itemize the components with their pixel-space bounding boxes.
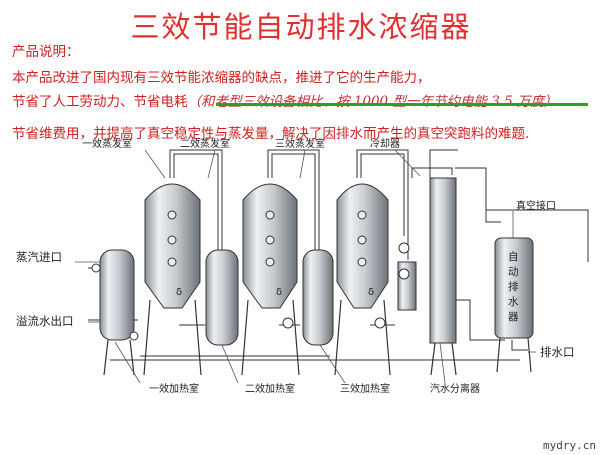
auto-drain-char-3: 排 [508,280,519,293]
evaporator-2 [242,183,298,309]
delta-mark-2: δ [276,287,282,298]
label-heater-2: 二效加热室 [245,382,295,395]
auto-drain-char-2: 动 [508,266,519,278]
auto-drain-vertical-label: 自 动 排 水 器 [508,250,519,323]
note-underline [216,103,588,106]
heater-0 [99,249,135,341]
label-evaporator-1: 一效蒸发室 [82,137,132,150]
delta-mark-3: δ [368,287,374,298]
energy-saving-note: （和老型三效设备相比、按 1000 型一年节约电能 3.5 万度） [187,94,558,110]
label-heater-3: 三效加热室 [340,382,390,395]
label-evaporator-3: 三效蒸发室 [275,137,325,150]
watermark: mydry.cn [543,439,596,452]
label-drain-outlet: 排水口 [540,345,575,359]
label-steam-inlet: 蒸汽进口 [16,250,62,264]
desc-line-1: 本产品改进了国内现有三效节能浓缩器的缺点，推进了它的生产能力， [12,70,431,86]
label-condenser: 冷却器 [370,137,400,150]
condenser [429,177,457,344]
label-evaporator-2: 二效蒸发室 [180,137,230,150]
heater-1 [205,249,239,346]
delta-mark-1: δ [176,287,182,298]
evaporator-3 [336,183,389,309]
label-overflow-outlet: 溢流水出口 [16,314,74,328]
desc-line-2-prefix: 节省了人工劳动力、节省电耗 [12,94,188,110]
label-vacuum-inlet: 真空接口 [516,199,556,212]
auto-drain-char-5: 器 [508,311,519,323]
auto-drain-char-1: 自 [508,250,519,263]
desc-heading: 产品说明： [12,44,80,60]
desc-line-2: 节省了人工劳动力、节省电耗（和老型三效设备相比、按 1000 型一年节约电能 3… [12,90,558,110]
auto-drain-tank [494,237,534,339]
label-separator: 汽水分离器 [430,382,480,395]
desc-line-3: 节省维费用，并提高了真空稳定性与蒸发量，解决了因排水而产生的真空突跑料的难题. [12,126,530,142]
evaporator-1 [144,183,201,309]
heater-2 [302,249,334,346]
label-heater-1: 一效加热室 [149,382,199,395]
auto-drain-char-4: 水 [508,296,519,308]
page-title: 三效节能自动排水浓缩器 [130,10,472,44]
